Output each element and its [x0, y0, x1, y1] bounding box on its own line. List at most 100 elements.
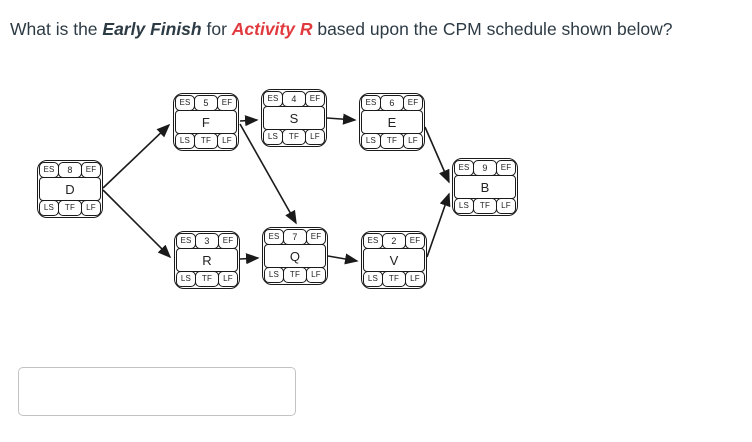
tf-label: TF: [281, 129, 307, 145]
node-top-row: ES 8 EF: [39, 162, 101, 178]
question-prefix: What is the: [10, 19, 103, 39]
ef-label: EF: [218, 233, 238, 249]
ef-label: EF: [405, 233, 425, 249]
question-middle: for: [201, 19, 232, 39]
activity-node-Q: ES 7 EF Q LS TF LF: [262, 227, 328, 285]
node-top-row: ES 9 EF: [454, 160, 516, 176]
ef-label: EF: [496, 160, 516, 176]
node-middle-row: D: [39, 176, 101, 202]
node-top-row: ES 7 EF: [264, 229, 326, 245]
node-bottom-row: LS TF LF: [176, 271, 238, 287]
es-label: ES: [454, 160, 474, 176]
arrow-R-Q: [239, 253, 260, 265]
ls-label: LS: [361, 133, 381, 149]
ef-label: EF: [403, 95, 423, 111]
node-bottom-row: LS TF LF: [361, 133, 423, 149]
arrow-F-S: [239, 115, 259, 127]
node-middle-row: F: [175, 109, 237, 135]
question-title: What is the Early Finish for Activity R …: [10, 19, 672, 40]
tf-label: TF: [472, 198, 498, 214]
tf-label: TF: [381, 271, 407, 287]
activity-node-R: ES 3 EF R LS TF LF: [174, 231, 240, 289]
answer-input[interactable]: [18, 367, 296, 416]
ef-label: EF: [305, 91, 325, 107]
es-label: ES: [361, 95, 381, 111]
ls-label: LS: [39, 200, 59, 216]
activity-node-F: ES 5 EF F LS TF LF: [173, 93, 239, 151]
node-bottom-row: LS TF LF: [264, 267, 326, 283]
node-middle-row: V: [363, 247, 425, 273]
duration-value: 9: [472, 160, 498, 176]
node-top-row: ES 2 EF: [363, 233, 425, 249]
duration-value: 6: [379, 95, 405, 111]
activity-node-B: ES 9 EF B LS TF LF: [452, 158, 518, 216]
activity-letter: S: [263, 105, 325, 131]
node-middle-row: Q: [264, 243, 326, 269]
ls-label: LS: [176, 271, 196, 287]
arrow-S-E: [326, 113, 357, 125]
es-label: ES: [39, 162, 59, 178]
node-middle-row: B: [454, 174, 516, 200]
ls-label: LS: [264, 267, 284, 283]
lf-label: LF: [81, 200, 101, 216]
arrow-V-B: [426, 192, 451, 258]
lf-label: LF: [305, 129, 325, 145]
arrow-D-R: [102, 189, 172, 259]
tf-label: TF: [57, 200, 83, 216]
activity-letter: B: [454, 174, 516, 200]
lf-label: LF: [217, 133, 237, 149]
activity-letter: D: [39, 176, 101, 202]
duration-value: 7: [282, 229, 308, 245]
activity-node-V: ES 2 EF V LS TF LF: [361, 231, 427, 289]
es-label: ES: [263, 91, 283, 107]
activity-letter: V: [363, 247, 425, 273]
es-label: ES: [363, 233, 383, 249]
ls-label: LS: [363, 271, 383, 287]
tf-label: TF: [379, 133, 405, 149]
question-suffix: based upon the CPM schedule shown below?: [312, 19, 673, 39]
ef-label: EF: [81, 162, 101, 178]
node-middle-row: S: [263, 105, 325, 131]
node-bottom-row: LS TF LF: [363, 271, 425, 287]
ls-label: LS: [454, 198, 474, 214]
node-bottom-row: LS TF LF: [39, 200, 101, 216]
es-label: ES: [176, 233, 196, 249]
node-bottom-row: LS TF LF: [454, 198, 516, 214]
node-top-row: ES 3 EF: [176, 233, 238, 249]
tf-label: TF: [194, 271, 220, 287]
activity-letter: Q: [264, 243, 326, 269]
node-top-row: ES 6 EF: [361, 95, 423, 111]
es-label: ES: [264, 229, 284, 245]
question-term-early-finish: Early Finish: [102, 19, 202, 39]
activity-node-E: ES 6 EF E LS TF LF: [359, 93, 425, 151]
ls-label: LS: [175, 133, 195, 149]
arrow-D-F: [102, 123, 171, 189]
activity-node-S: ES 4 EF S LS TF LF: [261, 89, 327, 147]
question-activity-r: Activity R: [231, 19, 313, 39]
node-top-row: ES 5 EF: [175, 95, 237, 111]
node-top-row: ES 4 EF: [263, 91, 325, 107]
activity-node-D: ES 8 EF D LS TF LF: [37, 160, 103, 218]
es-label: ES: [175, 95, 195, 111]
node-bottom-row: LS TF LF: [263, 129, 325, 145]
arrow-E-B: [424, 126, 450, 184]
node-middle-row: E: [361, 109, 423, 135]
node-middle-row: R: [176, 247, 238, 273]
arrow-Q-V: [327, 253, 359, 265]
activity-letter: F: [175, 109, 237, 135]
duration-value: 8: [57, 162, 83, 178]
duration-value: 3: [194, 233, 220, 249]
activity-letter: E: [361, 109, 423, 135]
ls-label: LS: [263, 129, 283, 145]
tf-label: TF: [282, 267, 308, 283]
duration-value: 2: [381, 233, 407, 249]
lf-label: LF: [405, 271, 425, 287]
activity-letter: R: [176, 247, 238, 273]
ef-label: EF: [306, 229, 326, 245]
lf-label: LF: [403, 133, 423, 149]
tf-label: TF: [193, 133, 219, 149]
ef-label: EF: [217, 95, 237, 111]
lf-label: LF: [306, 267, 326, 283]
node-bottom-row: LS TF LF: [175, 133, 237, 149]
